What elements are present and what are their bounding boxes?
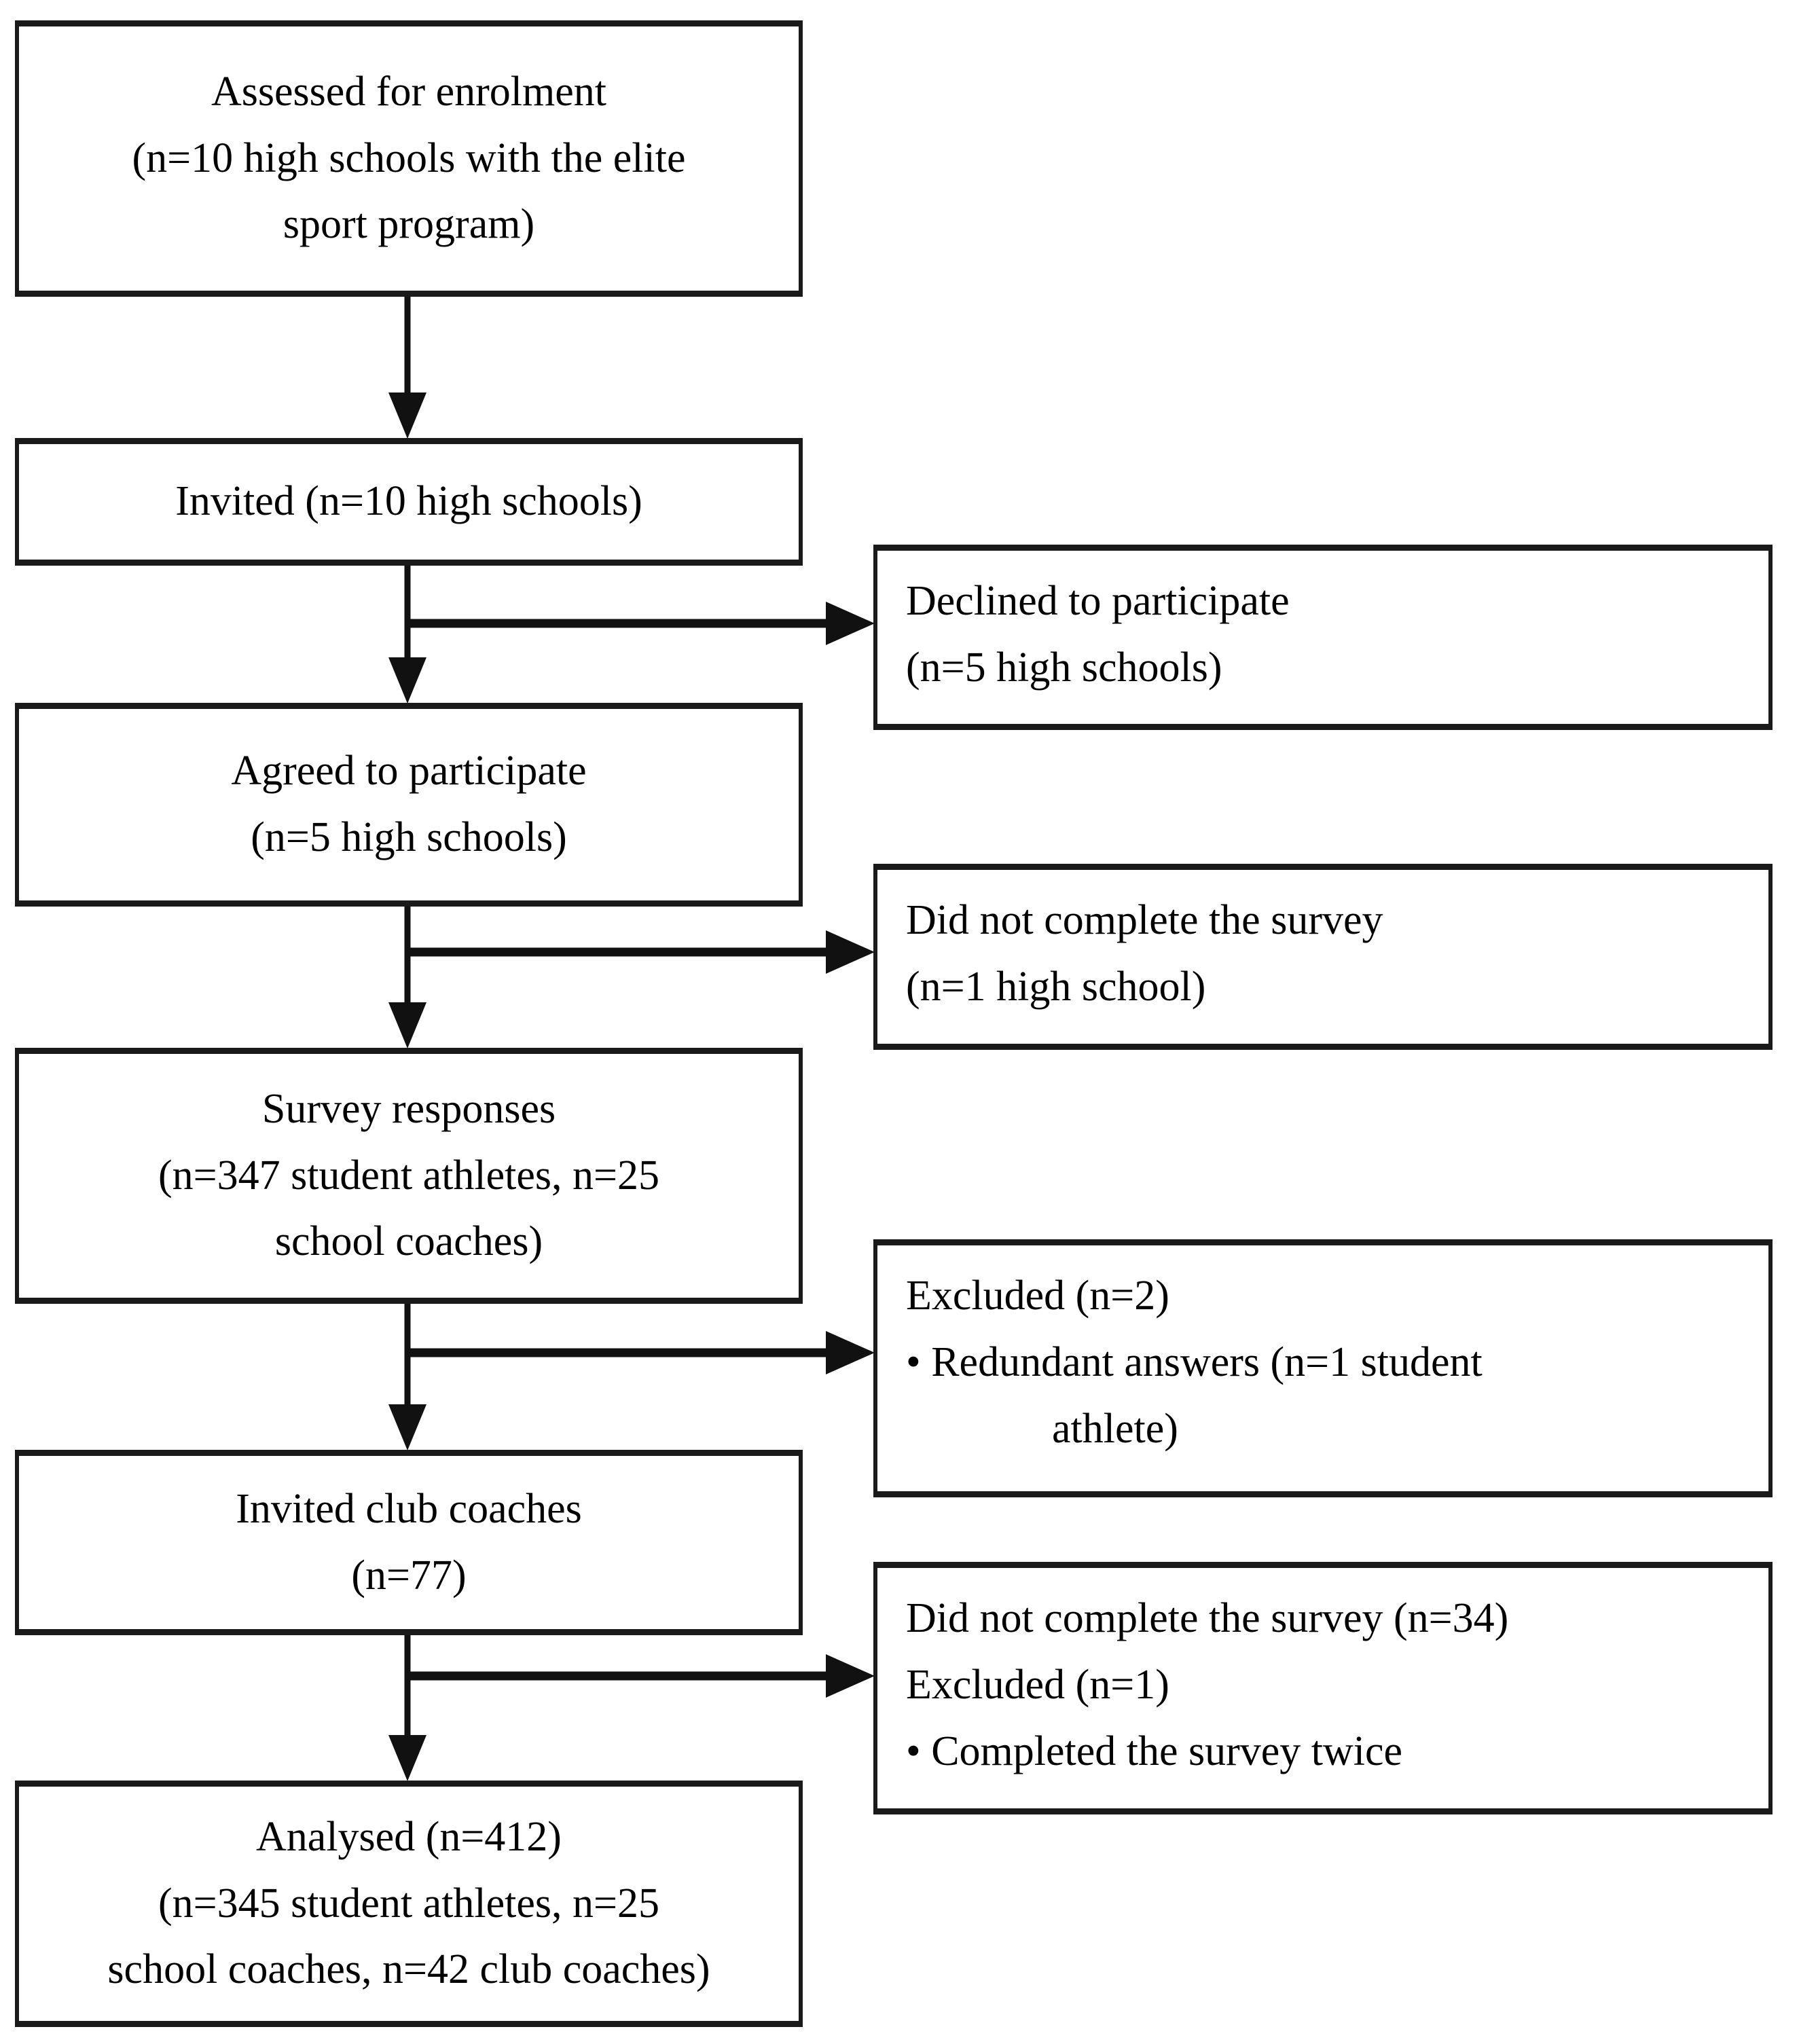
flow-box-line: Excluded (n=2) [906, 1273, 1169, 1319]
arrow-right-icon [826, 930, 875, 974]
arrow-down-icon [388, 1404, 426, 1450]
flow-box-line: Did not complete the survey [906, 897, 1383, 943]
flow-box-line: Excluded (n=1) [906, 1661, 1169, 1708]
flow-box-line: school coaches, n=42 club coaches) [107, 1946, 710, 1993]
flow-box-line: Invited club coaches [236, 1485, 582, 1532]
flow-box-line: (n=347 student athletes, n=25 [158, 1152, 660, 1199]
flow-box-line: athlete) [1052, 1405, 1178, 1452]
flow-box-line: Assessed for enrolment [211, 68, 606, 115]
flow-box-line: (n=10 high schools with the elite [132, 134, 686, 181]
flow-box-agreed: Agreed to participate (n=5 high schools) [15, 703, 803, 907]
flow-box-line: • Redundant answers (n=1 student [906, 1338, 1483, 1385]
flow-box-line: (n=5 high schools) [251, 814, 567, 860]
flow-box-line: Did not complete the survey (n=34) [906, 1595, 1509, 1641]
flow-box-line: (n=5 high schools) [906, 644, 1222, 691]
flow-box-assessed: Assessed for enrolment (n=10 high school… [15, 20, 803, 297]
flow-box-declined: Declined to participate (n=5 high school… [873, 545, 1773, 730]
arrow-down-icon [388, 393, 426, 439]
arrow-down-icon [388, 1002, 426, 1048]
arrow-right-icon [826, 1331, 875, 1374]
arrow-right-icon [826, 602, 875, 645]
flow-box-line: (n=1 high school) [906, 963, 1206, 1010]
flow-box-line: Survey responses [261, 1085, 556, 1132]
flow-box-line: Agreed to participate [231, 748, 587, 795]
flow-box-invited: Invited (n=10 high schools) [15, 438, 803, 566]
flow-box-invited-club-coaches: Invited club coaches (n=77) [15, 1450, 803, 1635]
flow-box-line: Invited (n=10 high schools) [175, 478, 642, 525]
flow-box-did-not-complete-2: Did not complete the survey (n=34) Exclu… [873, 1562, 1773, 1814]
arrow-right-icon [826, 1654, 875, 1698]
flow-box-line: sport program) [283, 201, 535, 248]
flow-box-excluded: Excluded (n=2) • Redundant answers (n=1 … [873, 1239, 1773, 1497]
flow-box-line: Analysed (n=412) [256, 1813, 562, 1860]
flow-box-line: Declined to participate [906, 578, 1290, 624]
flow-box-line: (n=77) [351, 1552, 467, 1599]
flow-box-line: • Completed the survey twice [906, 1728, 1403, 1774]
flow-box-line: school coaches) [274, 1218, 543, 1265]
flow-box-survey-responses: Survey responses (n=347 student athletes… [15, 1048, 803, 1304]
flow-box-analysed: Analysed (n=412) (n=345 student athletes… [15, 1781, 803, 2027]
arrow-down-icon [388, 1735, 426, 1781]
flow-box-did-not-complete-1: Did not complete the survey (n=1 high sc… [873, 864, 1773, 1050]
arrow-down-icon [388, 657, 426, 704]
flow-box-line: (n=345 student athletes, n=25 [158, 1880, 660, 1927]
